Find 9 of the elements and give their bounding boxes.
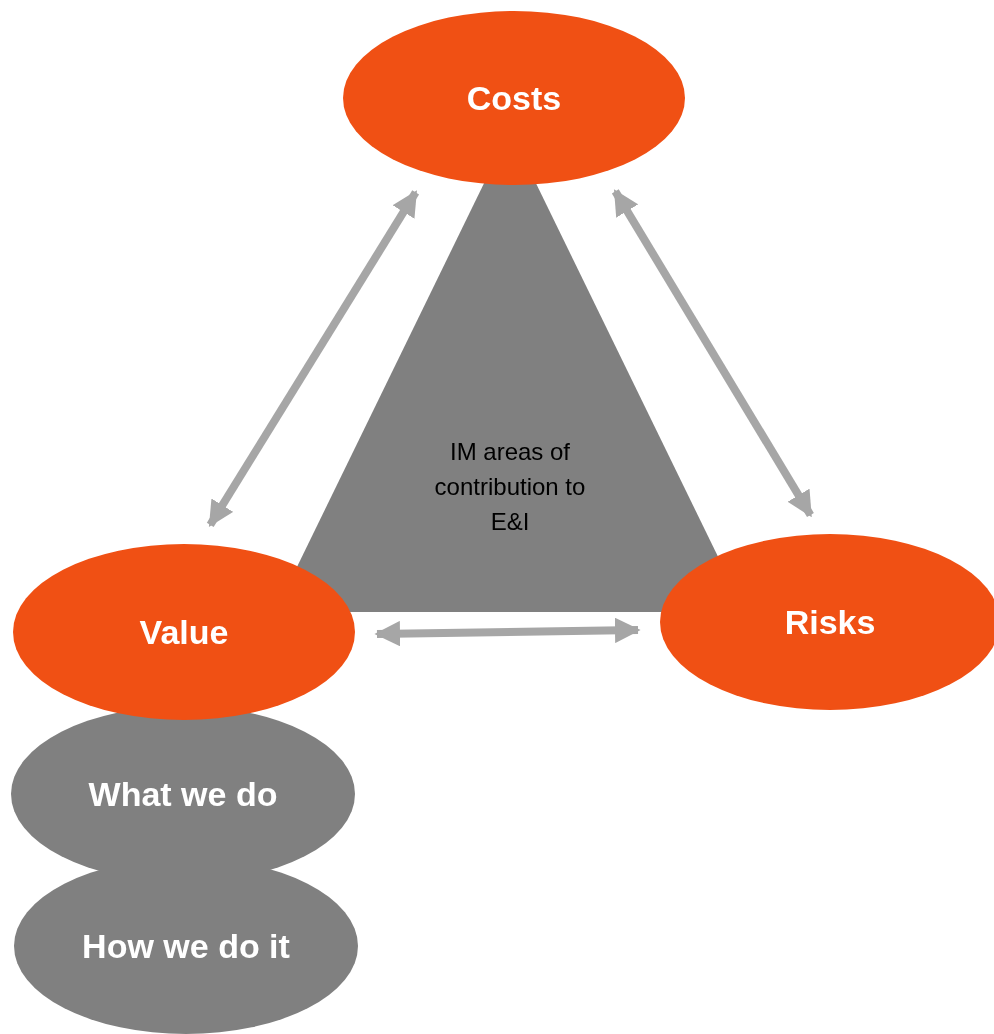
node-label: Value	[139, 612, 229, 652]
double-arrow	[611, 189, 814, 518]
node-label: Costs	[466, 78, 562, 118]
node-label: Risks	[784, 602, 876, 642]
node-label: IM areas of contribution to E&I	[433, 437, 587, 537]
node-label: How we do it	[82, 926, 290, 966]
double-arrow	[206, 190, 420, 527]
node-label: What we do	[88, 774, 278, 814]
double-arrow	[374, 617, 641, 647]
